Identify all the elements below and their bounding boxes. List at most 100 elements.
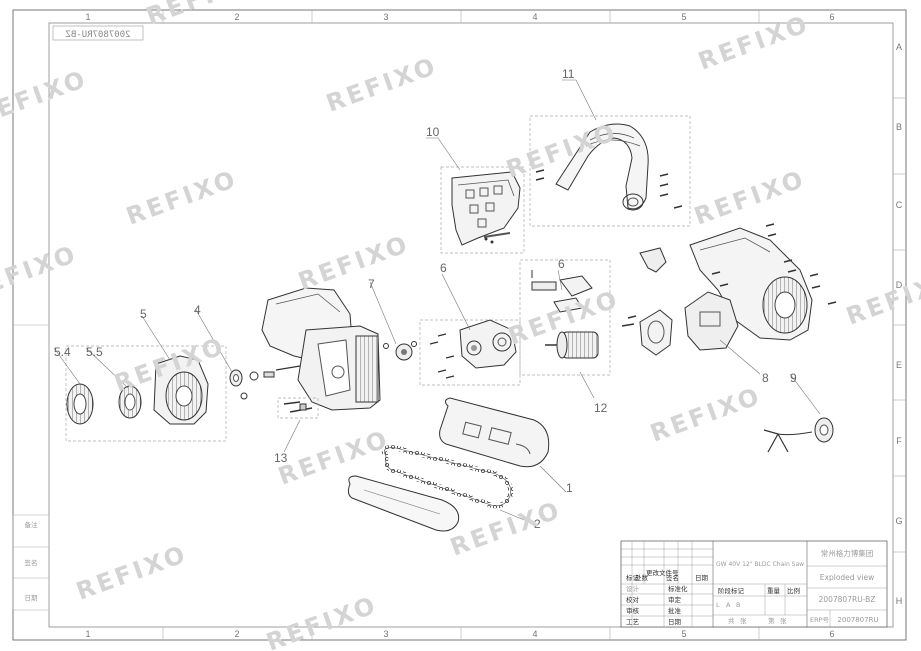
part-8-motor-housing <box>639 223 837 351</box>
scale-mark: L <box>716 601 720 609</box>
watermark: REFIXO <box>122 165 241 231</box>
col-num: 5 <box>681 12 686 22</box>
callout-7: 7 <box>368 277 375 291</box>
callout-12: 12 <box>594 401 608 415</box>
row-letter: H <box>896 596 903 606</box>
role-label: 校对 <box>626 595 640 604</box>
callout-6: 6 <box>440 261 447 275</box>
watermark: REFIXO <box>690 165 809 231</box>
watermark: REFIXO <box>262 591 381 651</box>
watermark: REFIXO <box>502 118 621 184</box>
sheet-info: 第 <box>768 616 775 625</box>
role-action: 标准化 <box>668 584 688 593</box>
part-6-gearbox <box>419 319 521 386</box>
sheet-info: 共 <box>728 616 735 625</box>
erp-label: ERP号 <box>810 616 830 624</box>
strip-label: 签名 <box>25 558 38 567</box>
col-num: 5 <box>681 629 686 639</box>
row-letter: B <box>896 122 902 132</box>
callout-6-motor: 6 <box>558 257 565 271</box>
strip-label: 日期 <box>25 594 39 602</box>
part-12-motor <box>519 259 611 376</box>
part-7-sprocket <box>383 341 417 361</box>
callout-10: 10 <box>426 125 440 139</box>
watermark: REFIXO <box>646 382 765 448</box>
row-letter: C <box>896 200 903 210</box>
watermark: REFIXO <box>0 240 81 306</box>
scale-mark: A <box>726 601 731 609</box>
company-name: 常州格力博集团 <box>821 548 874 558</box>
rev-header: 更改文件号 <box>646 568 679 577</box>
rev-header: 标记 <box>626 573 640 582</box>
callout-2: 2 <box>534 517 541 531</box>
weight-header: 比例 <box>787 586 800 595</box>
col-num: 6 <box>829 629 834 639</box>
row-letters: A B C D E F G H <box>895 42 902 606</box>
watermark: REFIXO <box>142 0 261 31</box>
left-strip: 备注 签名 日期 <box>12 514 50 611</box>
title-block: 标记 处数 更改文件号 签名 日期 设计 标准化 校对 审定 审核 批准 工艺 … <box>620 540 888 628</box>
column-numbers-top: 1 2 3 4 5 6 <box>85 12 834 22</box>
callout-1: 1 <box>566 481 573 495</box>
part-5-sprocket-cover <box>65 345 227 442</box>
part-saw-chain <box>381 445 514 509</box>
part-2-guide-bar <box>347 475 460 532</box>
watermark: REFIXO <box>842 265 921 331</box>
callout-5: 5 <box>140 307 147 321</box>
watermark: REFIXO <box>294 230 413 296</box>
callout-13: 13 <box>274 451 288 465</box>
part-5-5-ring <box>118 385 142 419</box>
watermark: REFIXO <box>274 425 393 491</box>
scale-mark: B <box>736 601 740 609</box>
row-letter: A <box>896 42 902 52</box>
rev-header: 日期 <box>695 574 709 582</box>
part-10-side-cover <box>440 166 525 254</box>
role-action: 批准 <box>668 606 682 615</box>
role-label: 工艺 <box>626 618 640 626</box>
part-main-housing <box>261 287 381 411</box>
watermark: REFIXO <box>322 52 441 118</box>
col-num: 1 <box>85 629 90 639</box>
erp-value: 2007807RU <box>837 616 878 624</box>
watermark: REFIXO <box>0 65 91 131</box>
weight-header: 阶段标记 <box>718 586 745 595</box>
row-letter: G <box>895 516 902 526</box>
role-label: 审核 <box>626 606 640 615</box>
callout-8: 8 <box>762 371 769 385</box>
sheet-info: 张 <box>780 616 787 625</box>
sheet-info: 张 <box>740 616 747 625</box>
leader-lines <box>53 79 821 525</box>
role-action: 审定 <box>668 595 682 604</box>
callout-9: 9 <box>790 371 797 385</box>
part-13-hardware <box>277 397 319 419</box>
column-numbers-bottom: 1 2 3 4 5 6 <box>85 629 834 639</box>
col-num: 3 <box>383 629 388 639</box>
part-4-hardware <box>229 365 301 400</box>
col-num: 3 <box>383 12 388 22</box>
part-5-4-knob <box>66 383 94 425</box>
weight-header: 重量 <box>767 587 781 595</box>
col-num: 4 <box>532 12 537 22</box>
role-label: 设计 <box>626 584 640 593</box>
col-num: 6 <box>829 12 834 22</box>
row-letter: E <box>896 360 902 370</box>
rev-header: 签名 <box>666 573 679 582</box>
zone-dividers <box>162 10 906 640</box>
callouts: 10 11 6 6 7 4 5 5.4 5.5 8 9 12 13 1 2 <box>54 67 797 531</box>
rev-header: 处数 <box>635 573 649 582</box>
part-1-scabbard <box>439 397 550 468</box>
row-letter: D <box>896 280 903 290</box>
part-11-front-handle <box>529 115 691 227</box>
view-name: Exploded view <box>820 573 874 582</box>
sheet-border <box>12 9 907 641</box>
col-num: 1 <box>85 12 90 22</box>
watermark: REFIXO <box>72 540 191 606</box>
watermark: REFIXO <box>694 10 813 76</box>
drawing-number: 2007807RU-BZ <box>819 595 876 604</box>
callout-5-5: 5.5 <box>86 345 103 359</box>
drawing-number-box: 2007807RU-BZ <box>52 25 144 41</box>
strip-label: 备注 <box>25 520 39 529</box>
row-letter: F <box>896 436 902 446</box>
role-action: 日期 <box>668 618 682 626</box>
